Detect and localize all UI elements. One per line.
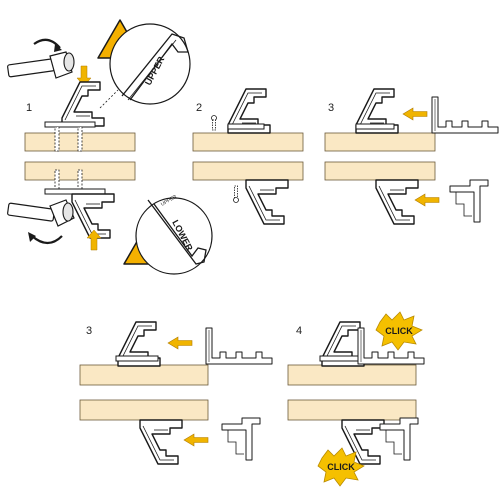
step-1-panel: 1 ! UPPER bbox=[7, 19, 213, 275]
click-burst-icon-lower: CLICK bbox=[317, 447, 365, 487]
step-4-number: 4 bbox=[296, 325, 302, 337]
hammer-icon-lower bbox=[7, 199, 75, 227]
step-3-number-b: 3 bbox=[86, 325, 92, 337]
rotation-arrow-icon bbox=[33, 38, 61, 49]
board-lower-3b bbox=[79, 399, 209, 421]
detail-magnifier-upper: UPPER bbox=[99, 23, 191, 109]
step-1-number: 1 bbox=[26, 102, 32, 114]
board-upper-3b bbox=[79, 364, 209, 386]
step-3-panel-b: 3 bbox=[79, 321, 273, 465]
detail-magnifier-lower: LOWER UPPER bbox=[135, 194, 213, 275]
board-lower-2 bbox=[192, 161, 304, 181]
step-2-panel: 2 bbox=[192, 88, 304, 225]
board-upper-4 bbox=[287, 364, 417, 386]
click-label-top: CLICK bbox=[385, 326, 413, 336]
step-4-panel: 4 CLICK CLICK bbox=[287, 311, 425, 487]
step-2-number: 2 bbox=[196, 102, 202, 114]
board-lower-4 bbox=[287, 399, 417, 421]
board-lower-3a bbox=[324, 161, 436, 181]
click-label-bottom: CLICK bbox=[327, 462, 355, 472]
hammer-icon bbox=[7, 51, 75, 79]
click-burst-icon: CLICK bbox=[375, 311, 423, 351]
step-3-number-a: 3 bbox=[328, 102, 334, 114]
step-3-panel-a: 3 bbox=[324, 88, 499, 225]
board-upper-3a bbox=[324, 132, 436, 152]
board-upper-2 bbox=[192, 132, 304, 152]
